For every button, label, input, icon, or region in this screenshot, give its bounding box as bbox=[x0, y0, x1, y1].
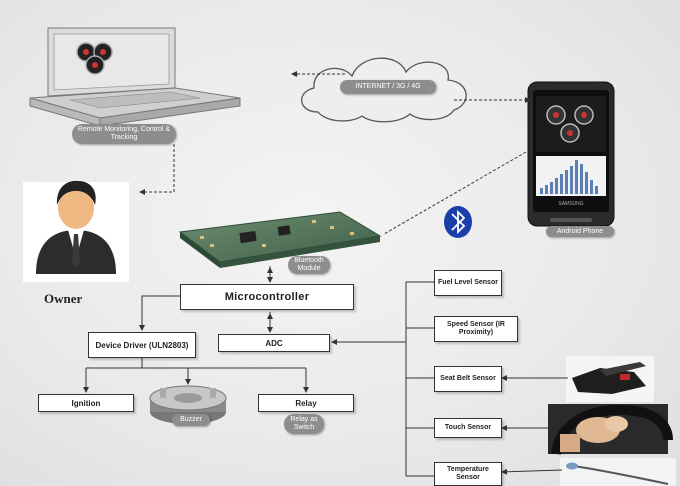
connection-lines bbox=[83, 71, 568, 477]
bluetooth-module-board bbox=[178, 211, 382, 268]
owner-avatar bbox=[23, 180, 129, 282]
relay-switch-label: Relay as Switch bbox=[284, 414, 324, 434]
device-driver-box: Device Driver (ULN2803) bbox=[88, 332, 196, 358]
buzzer-label: Buzzer bbox=[172, 414, 210, 426]
seat-belt-sensor-box: Seat Belt Sensor bbox=[434, 366, 502, 392]
relay-box: Relay bbox=[258, 394, 354, 412]
android-phone-icon bbox=[527, 81, 615, 227]
touch-sensor-box: Touch Sensor bbox=[434, 418, 502, 438]
bluetooth-icon bbox=[444, 206, 472, 238]
ignition-box: Ignition bbox=[38, 394, 134, 412]
adc-box: ADC bbox=[218, 334, 330, 352]
laptop-icon bbox=[29, 27, 241, 127]
phone-brand-label: SAMSUNG bbox=[558, 201, 584, 207]
owner-label: Owner bbox=[44, 291, 83, 306]
bluetooth-module-label: Bluetooth Module bbox=[288, 256, 330, 274]
temperature-sensor-image bbox=[560, 458, 676, 486]
android-phone-label: Android Phone bbox=[546, 226, 614, 237]
internet-label: INTERNET / 3G / 4G bbox=[340, 80, 436, 94]
speed-sensor-box: Speed Sensor (IR Proximity) bbox=[434, 316, 518, 342]
temperature-sensor-box: Temperature Sensor bbox=[434, 462, 502, 486]
seat-belt-image bbox=[566, 356, 654, 402]
remote-monitoring-label: Remote Monitoring, Control & Tracking bbox=[72, 124, 176, 144]
fuel-level-sensor-box: Fuel Level Sensor bbox=[434, 270, 502, 296]
microcontroller-box: Microcontroller bbox=[180, 284, 354, 310]
touch-sensor-image bbox=[548, 404, 673, 455]
